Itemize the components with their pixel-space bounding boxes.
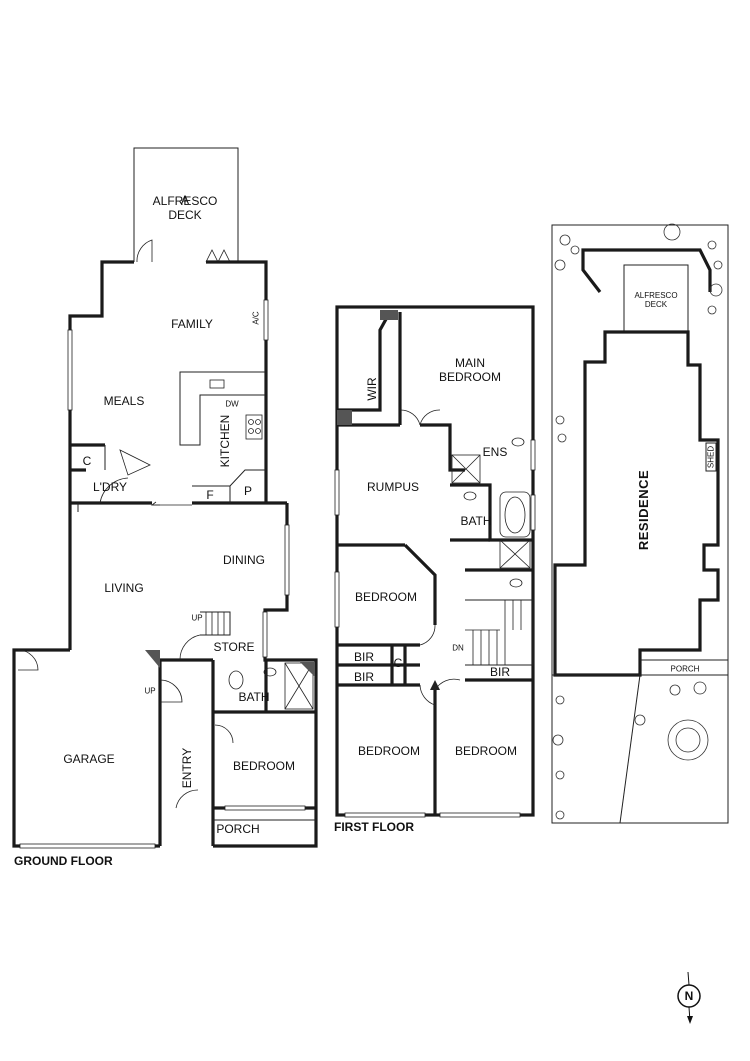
garage-corner-fill: [145, 650, 160, 668]
bir-3-label: BIR: [489, 665, 511, 679]
dining-label: DINING: [223, 553, 265, 567]
laundry-label: L'DRY: [92, 480, 128, 494]
site-alfresco-deck-label: ALFRESCO DECK: [634, 291, 678, 309]
bath-label: BATH: [238, 690, 270, 704]
ground-floor-plan: A: [12, 147, 318, 849]
garage-side-door: [17, 649, 39, 671]
garage-label: GARAGE: [63, 752, 115, 766]
ground-floor-caption: GROUND FLOOR: [14, 854, 113, 868]
main-bedroom-label: MAIN BEDROOM: [438, 356, 502, 384]
store-label: STORE: [213, 640, 255, 654]
shed-label: SHED: [706, 445, 716, 469]
first-floor-windows: [334, 439, 536, 818]
shed-outline: [705, 442, 717, 472]
first-floor-walls: [335, 305, 535, 817]
dw-label: DW: [225, 399, 239, 409]
fridge-label: F: [206, 488, 214, 502]
site-boundary: [551, 224, 729, 824]
bath-label-first: BATH: [460, 514, 492, 528]
compass-n-label: N: [684, 989, 694, 1003]
bedroom-left-label: BEDROOM: [354, 590, 418, 604]
meals-label: MEALS: [103, 394, 145, 408]
ac-label: A/C: [251, 311, 261, 325]
front-door: [175, 789, 199, 809]
bir-2-label: BIR: [353, 670, 375, 684]
cupboard-label: C: [82, 454, 92, 468]
rumpus-label: RUMPUS: [366, 480, 420, 494]
porch-outline: [212, 819, 316, 846]
living-label: LIVING: [104, 581, 144, 595]
porch-label: PORCH: [216, 822, 260, 836]
cupboard-label-first: C: [393, 656, 403, 670]
first-floor-fittings: [337, 310, 534, 706]
site-plan: [551, 223, 729, 824]
bir-1-label: BIR: [353, 650, 375, 664]
up-garage-label: UP: [144, 686, 156, 696]
bedroom-bottom-right-label: BEDROOM: [454, 744, 518, 758]
wir-label: WIR: [365, 377, 379, 401]
dn-label: DN: [452, 643, 464, 653]
bath-door: [214, 724, 234, 744]
laundry-fittings: [77, 445, 192, 512]
first-floor-plan: [334, 305, 536, 818]
family-label: FAMILY: [171, 317, 213, 331]
kitchen-label: KITCHEN: [218, 414, 232, 468]
site-porch-label: PORCH: [670, 664, 700, 674]
bedroom-bottom-left-label: BEDROOM: [357, 744, 421, 758]
compass-icon: [677, 971, 701, 1024]
garden-plants: [552, 223, 723, 820]
pantry-label: P: [243, 484, 253, 498]
garage-entry-door: [159, 679, 183, 703]
alfresco-deck-outline: [581, 248, 712, 293]
bedroom-label: BEDROOM: [232, 759, 296, 773]
kitchen-bench: [179, 371, 266, 503]
bath-fittings: [228, 662, 315, 710]
alfresco-deck-label: ALFRESCO DECK: [152, 194, 218, 222]
ens-label: ENS: [482, 445, 508, 459]
ground-floor-walls: [12, 260, 318, 848]
first-floor-caption: FIRST FLOOR: [334, 820, 414, 834]
entry-label: ENTRY: [180, 747, 194, 789]
up-stairs-label: UP: [191, 613, 203, 623]
alfresco-deck-label: A: [181, 193, 189, 207]
residence-label: RESIDENCE: [636, 469, 651, 551]
path-edge: [619, 674, 641, 824]
ground-stairs: [179, 611, 231, 661]
ground-floor-windows: [19, 299, 306, 849]
